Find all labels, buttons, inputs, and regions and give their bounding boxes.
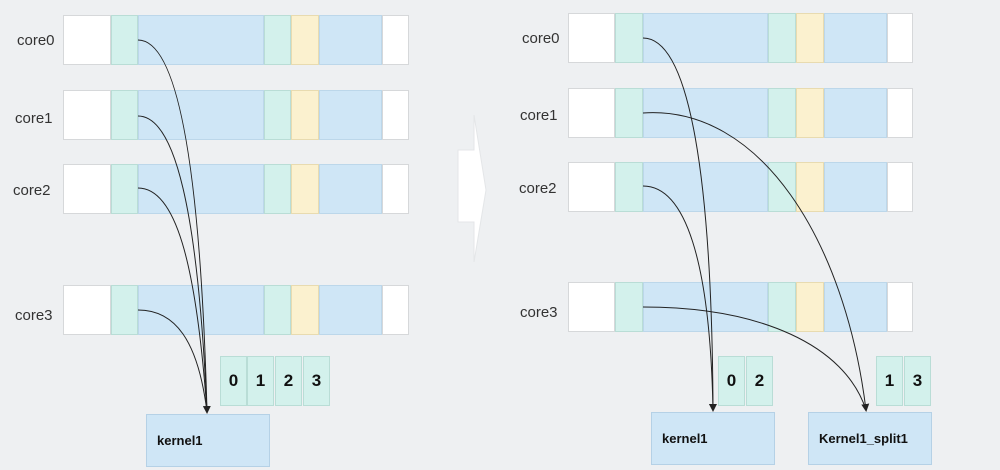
connector-line [642, 37, 717, 412]
index-cell: 0 [718, 356, 745, 406]
core-bar-2 [568, 162, 913, 212]
bar-slot-blue [319, 15, 382, 65]
bar-slot-teal [768, 88, 796, 138]
bar-slot-blue [138, 15, 264, 65]
connector-line [642, 306, 867, 411]
bar-slot-teal [264, 164, 291, 214]
bar-slot-white [382, 90, 409, 140]
connector-line [137, 187, 208, 413]
kernel-box: kernel1 [651, 412, 775, 465]
core-label-1: core1 [15, 110, 53, 127]
kernel-split-box: Kernel1_split1 [808, 412, 932, 465]
bar-slot-white [568, 88, 615, 138]
bar-slot-blue [824, 162, 887, 212]
bar-slot-white [382, 15, 409, 65]
connector-line [642, 185, 714, 411]
bar-slot-blue [824, 282, 887, 332]
bar-slot-teal [264, 285, 291, 335]
bar-slot-yellow [796, 282, 824, 332]
kernel-split-label: Kernel1_split1 [819, 431, 908, 446]
core-label-3: core3 [520, 304, 558, 321]
bar-slot-teal [615, 13, 643, 63]
bar-slot-yellow [291, 285, 319, 335]
core-label-0: core0 [522, 30, 560, 47]
bar-slot-yellow [291, 15, 319, 65]
core-bar-0 [63, 15, 409, 65]
bar-slot-white [63, 90, 111, 140]
core-bar-0 [568, 13, 913, 63]
bar-slot-white [568, 282, 615, 332]
bar-slot-yellow [796, 88, 824, 138]
bar-slot-white [382, 285, 409, 335]
bar-slot-blue [319, 90, 382, 140]
bar-slot-white [568, 162, 615, 212]
bar-slot-blue [824, 88, 887, 138]
connector-line [137, 39, 211, 414]
right-connectors [642, 37, 870, 412]
index-cell: 3 [303, 356, 330, 406]
bar-slot-white [63, 164, 111, 214]
core-bar-3 [63, 285, 409, 335]
connector-line [137, 115, 208, 413]
bar-slot-white [63, 285, 111, 335]
bar-slot-teal [768, 13, 796, 63]
index-cell: 2 [746, 356, 773, 406]
bar-slot-teal [264, 90, 291, 140]
core-label-2: core2 [13, 182, 51, 199]
core-label-2: core2 [519, 180, 557, 197]
kernel-box: kernel1 [146, 414, 270, 467]
bar-slot-yellow [796, 162, 824, 212]
core-label-0: core0 [17, 32, 55, 49]
bar-slot-teal [111, 164, 138, 214]
core-bar-1 [568, 88, 913, 138]
bar-slot-yellow [291, 90, 319, 140]
bar-slot-white [887, 88, 913, 138]
core-bar-2 [63, 164, 409, 214]
right-arrow-icon [457, 114, 487, 263]
bar-slot-teal [615, 282, 643, 332]
bar-slot-yellow [291, 164, 319, 214]
bar-slot-teal [615, 88, 643, 138]
index-cell: 3 [904, 356, 931, 406]
bar-slot-blue [138, 285, 264, 335]
bar-slot-yellow [796, 13, 824, 63]
bar-slot-white [887, 282, 913, 332]
bar-slot-blue [138, 90, 264, 140]
bar-slot-teal [264, 15, 291, 65]
bar-slot-blue [643, 162, 768, 212]
kernel-label: kernel1 [157, 433, 203, 448]
bar-slot-blue [643, 13, 768, 63]
core-bar-1 [63, 90, 409, 140]
connector-line [642, 112, 870, 412]
left-connectors [137, 39, 211, 414]
bar-slot-white [568, 13, 615, 63]
index-cell: 1 [876, 356, 903, 406]
core-bar-3 [568, 282, 913, 332]
bar-slot-white [382, 164, 409, 214]
bar-slot-teal [111, 285, 138, 335]
bar-slot-blue [138, 164, 264, 214]
connector-line [137, 309, 208, 413]
bar-slot-blue [824, 13, 887, 63]
bar-slot-blue [319, 164, 382, 214]
bar-slot-teal [768, 282, 796, 332]
bar-slot-white [887, 13, 913, 63]
bar-slot-white [887, 162, 913, 212]
bar-slot-teal [111, 90, 138, 140]
bar-slot-teal [768, 162, 796, 212]
core-label-1: core1 [520, 107, 558, 124]
bar-slot-teal [615, 162, 643, 212]
core-label-3: core3 [15, 307, 53, 324]
bar-slot-teal [111, 15, 138, 65]
bar-slot-blue [319, 285, 382, 335]
index-cell: 0 [220, 356, 247, 406]
kernel-label: kernel1 [662, 431, 708, 446]
index-cell: 1 [247, 356, 274, 406]
index-cell: 2 [275, 356, 302, 406]
bar-slot-white [63, 15, 111, 65]
